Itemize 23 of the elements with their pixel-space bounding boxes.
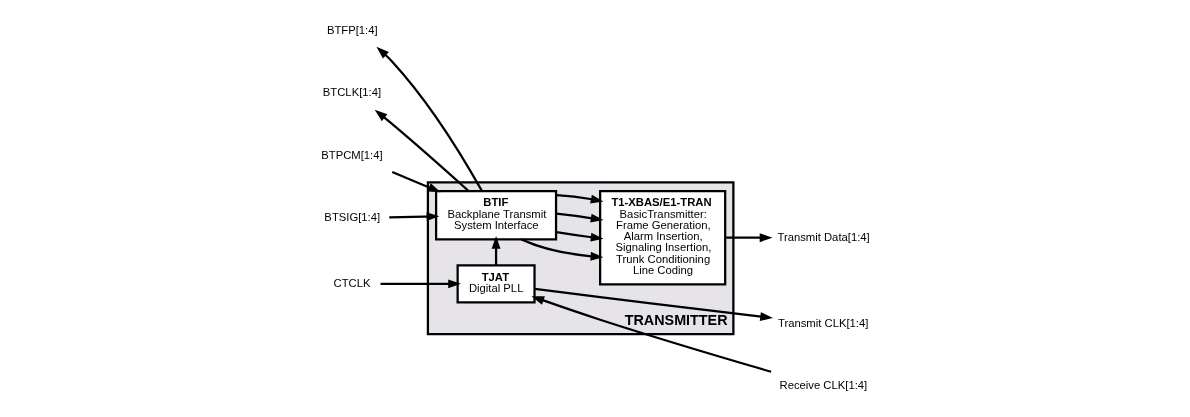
node-box: TJAT Digital PLL	[456, 264, 536, 304]
node-text: Transmit Data[1:4]	[777, 230, 870, 243]
node-text: BTFP[1:4]	[326, 23, 378, 36]
arrow	[556, 194, 604, 204]
arrow	[531, 296, 772, 373]
arrow	[556, 212, 604, 223]
arrow	[534, 287, 773, 321]
arrow	[725, 233, 773, 243]
arrow	[391, 170, 441, 193]
node-box: BTIF Backplane Transmit System Interface	[435, 189, 558, 241]
node-text: BTPCM[1:4]	[321, 148, 383, 161]
arrow	[380, 279, 461, 289]
arrow	[556, 231, 604, 242]
node-text: BTCLK[1:4]	[322, 86, 382, 99]
node-text: Receive CLK[1:4]	[779, 379, 868, 392]
node-text: Transmit CLK[1:4]	[777, 316, 869, 329]
arrow	[389, 212, 440, 222]
arrow	[520, 238, 604, 261]
node-text: CTCLK	[333, 276, 371, 289]
node-box: T1-XBAS/E1-TRAN BasicTransmitter: Frame Generation, Alarm Insertion, Signaling Insertion, Trunk Conditioning Line Coding	[599, 189, 727, 286]
arrow	[374, 109, 470, 192]
arrow	[376, 46, 483, 192]
node-text: BTSIG[1:4]	[324, 211, 381, 224]
